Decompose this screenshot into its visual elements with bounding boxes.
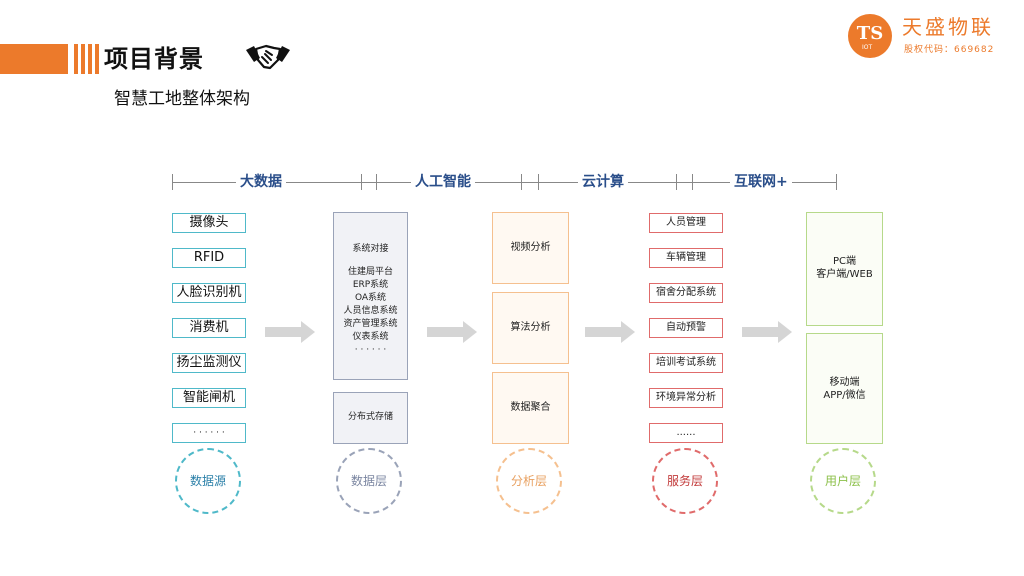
category-tick <box>836 174 837 190</box>
data-layer-item: 资产管理系统 <box>343 319 398 329</box>
data-layer-item: 仪表系统 <box>352 332 389 342</box>
category-tick <box>172 174 173 190</box>
user-mobile-title: 移动端 <box>829 377 860 388</box>
data-source-item: 摄像头 <box>172 213 246 233</box>
service-item: ...... <box>649 423 723 443</box>
user-mobile-box: 移动端 APP/微信 <box>806 333 883 444</box>
service-item: 培训考试系统 <box>649 353 723 373</box>
page-title: 项目背景 <box>104 45 204 73</box>
logo-mark-sub: IOT <box>862 44 873 51</box>
category-label: 互联网+ <box>730 173 792 191</box>
analysis-item: 视频分析 <box>492 212 569 284</box>
data-source-item: 智能闸机 <box>172 388 246 408</box>
layer-label-circle: 数据层 <box>336 448 402 514</box>
layer-label-circle: 数据源 <box>175 448 241 514</box>
category-tick <box>676 174 677 190</box>
category-tick <box>376 174 377 190</box>
data-layer-item: · · · · · · <box>354 345 387 355</box>
layer-label-circle: 服务层 <box>652 448 718 514</box>
handshake-icon <box>244 40 292 74</box>
user-mobile-sub: APP/微信 <box>823 390 866 401</box>
page-subtitle: 智慧工地整体架构 <box>114 89 250 109</box>
category-axis-line <box>172 182 836 183</box>
category-label: 人工智能 <box>411 173 475 191</box>
data-source-item: · · · · · · <box>172 423 246 443</box>
flow-arrow <box>427 321 477 343</box>
category-tick <box>361 174 362 190</box>
data-layer-item: OA系统 <box>354 293 387 303</box>
service-item: 车辆管理 <box>649 248 723 268</box>
flow-arrow <box>742 321 792 343</box>
data-layer-heading: 系统对接 <box>352 244 389 254</box>
user-pc-title: PC端 <box>832 256 856 267</box>
data-source-item: 扬尘监测仪 <box>172 353 246 373</box>
analysis-item: 数据聚合 <box>492 372 569 444</box>
data-layer-item: 人员信息系统 <box>343 306 398 316</box>
category-label: 大数据 <box>236 173 286 191</box>
header-accent-stripe <box>88 44 92 74</box>
user-pc-box: PC端 客户端/WEB <box>806 212 883 326</box>
category-tick <box>521 174 522 190</box>
service-item: 环境异常分析 <box>649 388 723 408</box>
service-item: 自动预警 <box>649 318 723 338</box>
data-layer-integration-box: 系统对接 住建局平台 ERP系统 OA系统 人员信息系统 资产管理系统 仪表系统… <box>333 212 408 380</box>
data-layer-storage-box: 分布式存储 <box>333 392 408 444</box>
data-layer-storage: 分布式存储 <box>347 412 393 422</box>
flow-arrow <box>265 321 315 343</box>
header-accent-bar <box>0 44 68 74</box>
analysis-item: 算法分析 <box>492 292 569 364</box>
layer-label-circle: 用户层 <box>810 448 876 514</box>
logo-mark: TS <box>848 14 892 58</box>
data-layer-item: 住建局平台 <box>347 267 393 277</box>
stock-code: 股权代码：669682 <box>904 45 995 55</box>
header-accent-stripe <box>74 44 78 74</box>
company-name: 天盛物联 <box>902 15 994 39</box>
category-label: 云计算 <box>578 173 628 191</box>
data-source-item: RFID <box>172 248 246 268</box>
data-source-item: 消费机 <box>172 318 246 338</box>
header-accent-stripe <box>81 44 85 74</box>
category-tick <box>692 174 693 190</box>
layer-label-circle: 分析层 <box>496 448 562 514</box>
flow-arrow <box>585 321 635 343</box>
user-pc-sub: 客户端/WEB <box>816 269 873 280</box>
category-tick <box>538 174 539 190</box>
data-layer-item: ERP系统 <box>352 280 389 290</box>
company-logo-icon: TS IOT 天盛物联 股权代码：669682 <box>848 14 1018 60</box>
header-accent-stripe <box>95 44 99 74</box>
data-source-item: 人脸识别机 <box>172 283 246 303</box>
service-item: 宿舍分配系统 <box>649 283 723 303</box>
service-item: 人员管理 <box>649 213 723 233</box>
